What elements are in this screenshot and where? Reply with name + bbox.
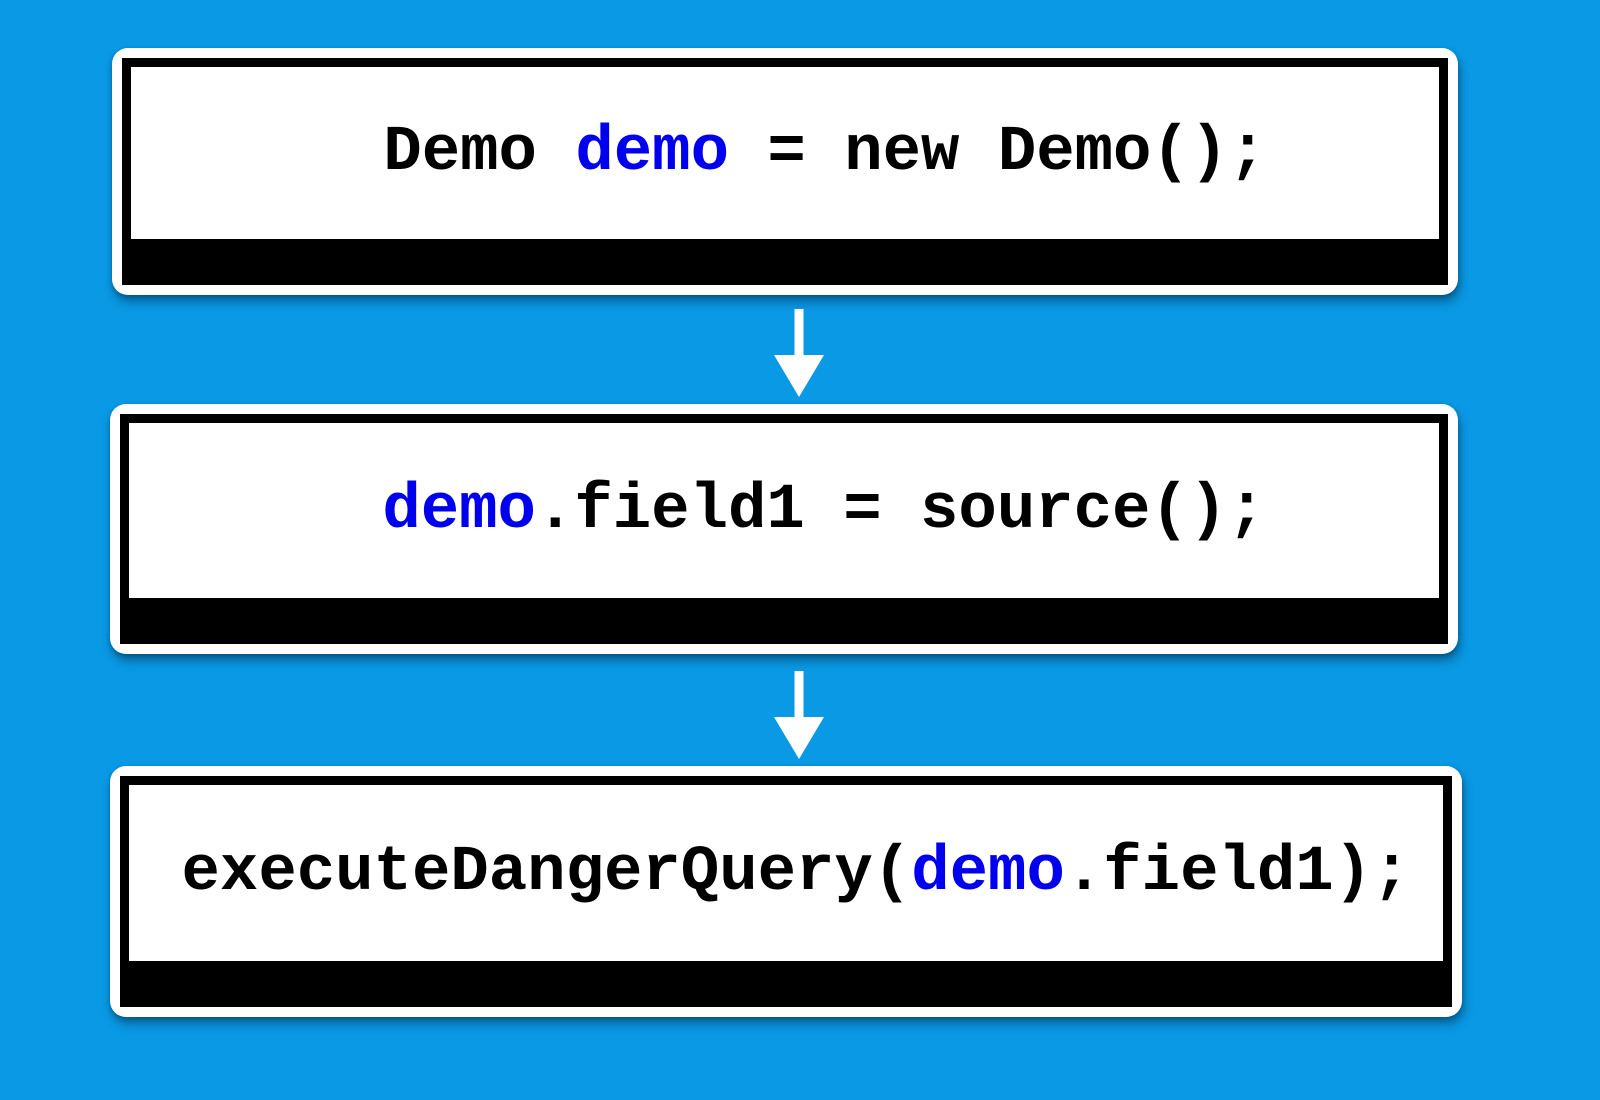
code-segment: = new Demo();	[728, 117, 1267, 189]
code-segment: executeDangerQuery(	[181, 837, 912, 909]
code-box-border: Demo demo = new Demo();	[122, 58, 1448, 285]
code-line: demo.field1 = source();	[169, 423, 1439, 598]
code-segment-variable: demo	[575, 117, 729, 189]
code-box-bottom-bar	[131, 239, 1439, 276]
code-box-statement-3: executeDangerQuery(demo.field1);	[110, 766, 1462, 1017]
code-segment: .field1 = source();	[535, 474, 1266, 547]
down-arrow-icon	[774, 671, 824, 759]
code-box-border: executeDangerQuery(demo.field1);	[120, 776, 1452, 1007]
code-segment: .field1);	[1064, 837, 1411, 909]
code-box-statement-2: demo.field1 = source();	[110, 404, 1458, 654]
down-arrow-icon	[774, 309, 824, 397]
code-segment-variable: demo	[382, 474, 536, 547]
code-segment: Demo	[383, 117, 576, 189]
code-line: Demo demo = new Demo();	[171, 67, 1439, 239]
code-box-statement-1: Demo demo = new Demo();	[112, 48, 1458, 295]
code-segment-variable: demo	[911, 837, 1065, 909]
code-line: executeDangerQuery(demo.field1);	[139, 785, 1443, 961]
code-box-bottom-bar	[129, 598, 1439, 635]
code-box-bottom-bar	[129, 961, 1443, 998]
code-box-border: demo.field1 = source();	[120, 414, 1448, 644]
